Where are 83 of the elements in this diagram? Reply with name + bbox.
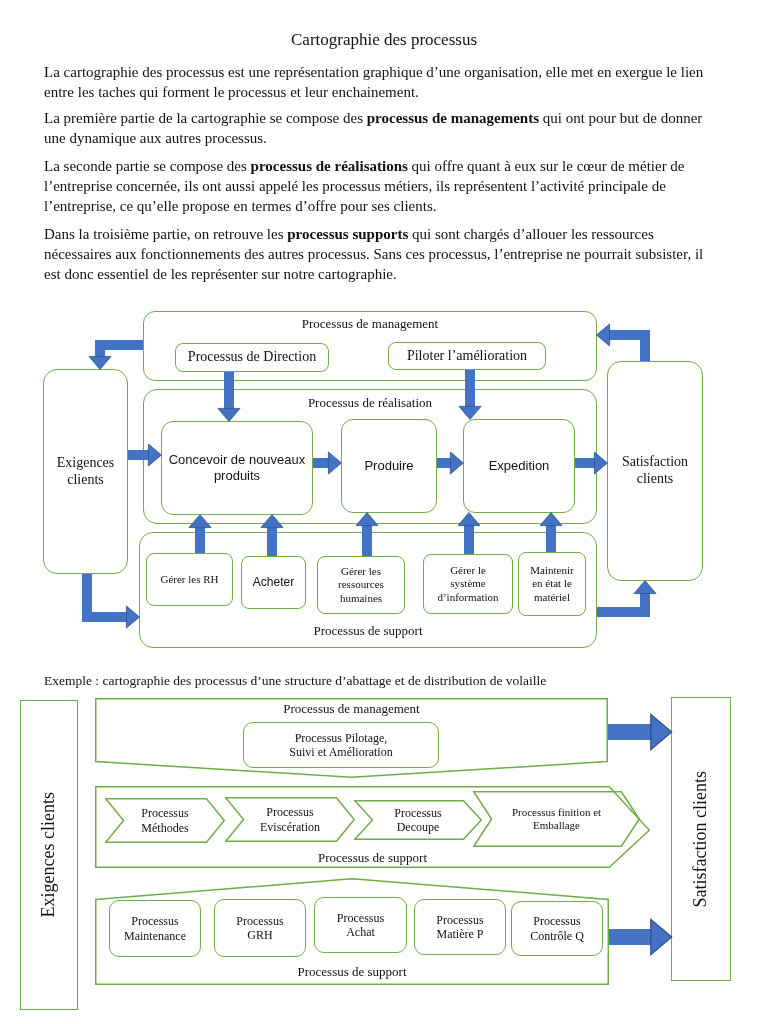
block-arrow	[437, 451, 464, 475]
block-arrow	[217, 372, 241, 422]
group-title: Processus de support	[297, 964, 407, 980]
box-label: Exigences clients	[55, 454, 116, 489]
group-band	[95, 878, 609, 985]
box-label: Concevoir de nouveaux produits	[167, 452, 307, 484]
process-box	[511, 901, 603, 956]
process-box	[241, 556, 306, 609]
box-label: Processus Decoupe	[393, 805, 443, 835]
process-box	[463, 419, 575, 513]
block-arrow	[597, 580, 657, 617]
box-label: Expedition	[488, 458, 550, 474]
paragraph: La première partie de la cartographie se compose des processus de managements qui ont pour but de donner une dynamique aux autres processus.	[44, 109, 704, 148]
client-box	[20, 700, 78, 1010]
process-box	[414, 899, 506, 955]
group-box	[143, 389, 597, 524]
chevron-shape	[225, 797, 355, 842]
process-box	[161, 421, 313, 515]
group-title: Processus de réalisation	[307, 395, 433, 411]
box-label: Gérer les RH	[160, 572, 219, 587]
block-arrow	[128, 443, 162, 467]
box-label: Processus de Direction	[187, 349, 317, 366]
box-label: Gérer le système d’information	[436, 564, 500, 604]
block-arrow	[539, 512, 563, 552]
paragraph: La seconde partie se compose des processus de réalisations qui offre quant à eux sur le cœur de métier de l’entreprise concernée, ils ont aussi appelé les processus métiers, ils représentent l’activité principale de l’entreprise, ce qu’elle propose en termes d’offre pour ses clients.	[44, 157, 686, 216]
box-label: Piloter l’amélioration	[406, 347, 528, 365]
box-label: Produire	[364, 458, 414, 474]
box-label: Processus Eviscération	[259, 805, 321, 834]
group-box	[143, 311, 597, 381]
box-label: Processus Matière P	[435, 912, 485, 942]
process-box	[175, 343, 329, 372]
block-arrow	[609, 918, 673, 956]
process-box	[388, 342, 546, 370]
box-label: Processus Achat	[335, 910, 386, 940]
box-label: Processus Contrôle Q	[529, 914, 585, 943]
process-box	[109, 900, 201, 957]
block-arrow	[260, 514, 284, 556]
group-title: Processus de support	[313, 623, 423, 639]
process-box	[243, 722, 439, 768]
paragraph: Dans la troisième partie, on retrouve les processus supports qui sont chargés d’allouer les ressources nécessaires aux fonctionnements des autres processus. Sans ces processus, l’entreprise ne pourrait subsister, il est donc essentiel de les représenter sur notre cartographie.	[44, 225, 705, 284]
block-arrow	[457, 512, 481, 554]
process-box	[214, 899, 306, 957]
page-title: Cartographie des processus	[291, 30, 477, 50]
box-label: Processus Maintenance	[123, 914, 187, 943]
chevron-shape	[105, 798, 225, 843]
process-box	[341, 419, 437, 513]
paragraph: La cartographie des processus est une représentation graphique d’une organisation, elle met en exergue le lien entre les taches qui forment le processus et leur enchainement.	[44, 63, 705, 102]
block-arrow	[458, 370, 482, 420]
block-arrow	[313, 451, 342, 475]
process-box	[518, 552, 586, 616]
box-label: Satisfaction clients	[690, 770, 712, 908]
group-title: Processus de management	[301, 316, 439, 332]
chevron-shape	[473, 791, 640, 847]
group-title: Processus de management	[283, 701, 420, 717]
box-label: Processus finition et Emballage	[510, 805, 603, 833]
group-band	[95, 786, 650, 868]
box-label: Maintenir en état le matériel	[529, 564, 575, 604]
block-arrow	[88, 340, 143, 370]
client-box	[43, 369, 128, 574]
process-box	[314, 897, 407, 953]
client-box	[671, 697, 731, 981]
process-box	[423, 554, 513, 614]
block-arrow	[608, 713, 673, 751]
box-label: Processus Méthodes	[140, 806, 190, 835]
box-label: Exigences clients	[38, 792, 60, 918]
process-box	[317, 556, 405, 614]
example-caption: Exemple : cartographie des processus d’une structure d’abattage et de distribution de volaille	[44, 672, 547, 690]
group-box	[139, 532, 597, 648]
box-label: Processus Pilotage, Suivi et Amélioration	[288, 730, 394, 760]
block-arrow	[355, 512, 379, 556]
box-label: Acheter	[252, 575, 295, 590]
block-arrow	[575, 451, 608, 475]
block-arrow	[188, 514, 212, 553]
client-box	[607, 361, 703, 581]
group-title: Processus de support	[317, 850, 427, 866]
process-box	[146, 553, 233, 606]
box-label: Satisfaction clients	[620, 454, 690, 488]
chevron-shape	[354, 800, 482, 840]
block-arrow	[596, 323, 650, 361]
group-band	[95, 698, 608, 778]
box-label: Gérer les ressources humaines	[337, 565, 385, 605]
box-label: Processus GRH	[235, 913, 285, 943]
block-arrow	[82, 574, 140, 629]
